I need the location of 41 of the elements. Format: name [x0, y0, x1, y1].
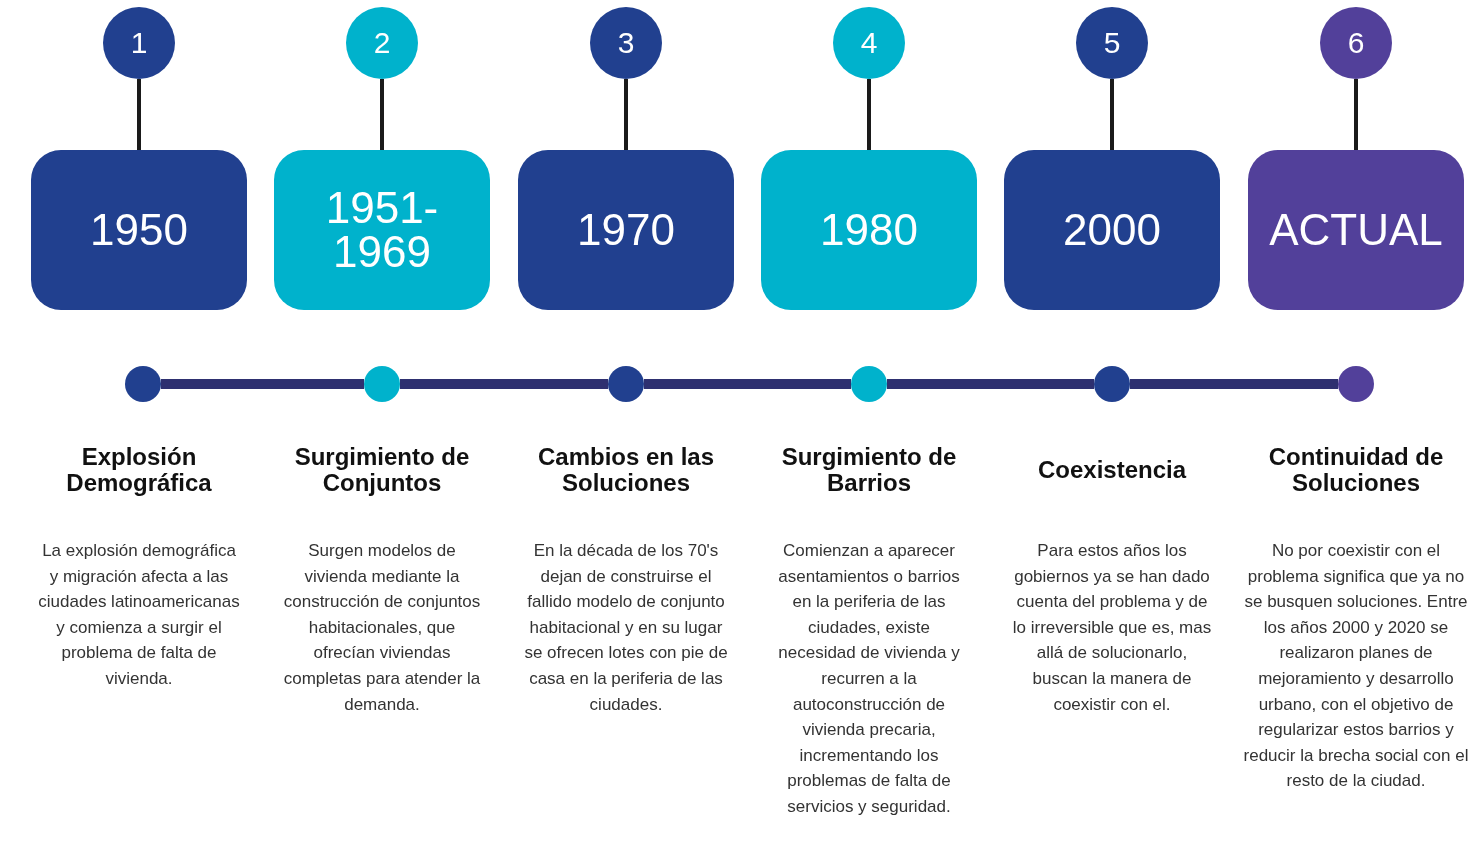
connector-line: [380, 79, 384, 150]
number-circle: 4: [833, 7, 905, 79]
number-circle: 3: [590, 7, 662, 79]
timeline-bar: [400, 379, 608, 389]
year-box: 1950: [31, 150, 247, 310]
year-box: 1951-1969: [274, 150, 490, 310]
event-description: Comienzan a aparecer asentamientos o barrios en la periferia de las ciudades, existe necesidad de vivienda y recurren a la autoconstrucción de vivienda precaria, incrementando los problemas de falta de servicios y seguridad.: [777, 540, 961, 818]
timeline-bar: [161, 379, 364, 389]
number-circle: 2: [346, 7, 418, 79]
year-box: 1980: [761, 150, 977, 310]
event-heading: Cambios en las Soluciones: [536, 444, 716, 496]
event-heading: Surgimiento de Barrios: [780, 444, 958, 496]
timeline-dot: [125, 366, 161, 402]
connector-line: [1110, 79, 1114, 150]
year-box: 1970: [518, 150, 734, 310]
connector-line: [624, 79, 628, 150]
timeline-bar: [887, 379, 1094, 389]
event-description: No por coexistir con el problema significa que ya no se busquen soluciones. Entre los años 2000 y 2020 se realizaron planes de mejoramiento y desarrollo urbano, con el objetivo de regularizar estos barrios y reducir la brecha social con el resto de la ciudad.: [1242, 540, 1470, 793]
timeline-bar: [1130, 379, 1338, 389]
timeline-dot: [851, 366, 887, 402]
event-heading: Continuidad de Soluciones: [1267, 444, 1445, 496]
timeline-bar: [644, 379, 851, 389]
connector-line: [867, 79, 871, 150]
number-circle: 1: [103, 7, 175, 79]
event-heading: Surgimiento de Conjuntos: [293, 444, 471, 496]
event-description: Para estos años los gobiernos ya se han dado cuenta del problema y de lo irreversible que es, mas allá de solucionarlo, buscan la manera de coexistir con el.: [1011, 540, 1213, 716]
event-heading: Coexistencia: [1037, 457, 1187, 483]
timeline-dot: [364, 366, 400, 402]
timeline-dot: [608, 366, 644, 402]
number-circle: 6: [1320, 7, 1392, 79]
event-description: La explosión demográfica y migración afecta a las ciudades latinoamericanas y comienza a surgir el problema de falta de vivienda.: [37, 540, 241, 690]
event-description: En la década de los 70's dejan de construirse el fallido modelo de conjunto habitacional y en su lugar se ofrecen lotes con pie de casa en la periferia de las ciudades.: [524, 540, 728, 716]
event-description: Surgen modelos de vivienda mediante la construcción de conjuntos habitacionales, que ofrecían viviendas completas para atender la demanda.: [282, 540, 482, 716]
connector-line: [137, 79, 141, 150]
connector-line: [1354, 79, 1358, 150]
number-circle: 5: [1076, 7, 1148, 79]
timeline-dot: [1338, 366, 1374, 402]
event-heading: Explosión Demográfica: [65, 444, 213, 496]
timeline-dot: [1094, 366, 1130, 402]
year-box: ACTUAL: [1248, 150, 1464, 310]
year-box: 2000: [1004, 150, 1220, 310]
